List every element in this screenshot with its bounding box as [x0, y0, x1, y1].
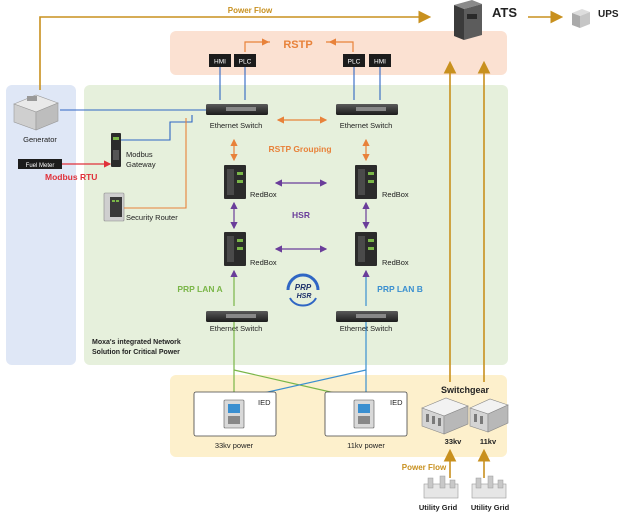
router-link [124, 118, 187, 209]
prp-lan-a-label: PRP LAN A [177, 284, 222, 294]
ethernet-switch-br-icon [336, 311, 398, 322]
utility-grid-2-label: Utility Grid [471, 503, 510, 512]
modbus-gateway-icon [111, 133, 121, 167]
plc-left-label: PLC [239, 59, 252, 66]
kv11-label: 11kv [480, 437, 497, 446]
gateway-link [121, 115, 193, 141]
redbox-3-icon [224, 232, 246, 266]
utility-grid-1-label: Utility Grid [419, 503, 458, 512]
ethernet-switch-bl-label: Ethernet Switch [210, 324, 263, 333]
hmi-right-label: HMI [374, 59, 386, 66]
prp-lan-b-label: PRP LAN B [377, 284, 423, 294]
rstp-label: RSTP [283, 39, 312, 51]
generator-zone [6, 85, 76, 365]
prp-logo-text: PRP [295, 283, 312, 292]
security-router-label: Security Router [126, 213, 178, 222]
modbus-gateway-label-2: Gateway [126, 160, 156, 169]
modbus-rtu-label: Modbus RTU [45, 172, 97, 182]
ups-icon [572, 9, 590, 28]
redbox-1-icon [224, 165, 246, 199]
ied-right-icon [353, 399, 375, 429]
ethernet-switch-tr-label: Ethernet Switch [340, 121, 393, 130]
ethernet-switch-bl-icon [206, 311, 268, 322]
plc-right-box: PLC [343, 54, 365, 67]
security-router-icon [103, 192, 125, 222]
switchgear-33kv-icon [421, 397, 469, 435]
power-flow-bottom-label: Power Flow [402, 463, 447, 472]
plc-right-label: PLC [348, 59, 361, 66]
fuel-meter-label: Fuel Meter [26, 163, 55, 169]
ats-cabinet-icon [454, 0, 482, 40]
redbox-2-label: RedBox [382, 190, 409, 199]
power-33kv-label: 33kv power [215, 441, 254, 450]
redbox-2-icon [355, 165, 377, 199]
power-flow-top-label: Power Flow [228, 6, 273, 15]
switchgear-label: Switchgear [441, 385, 490, 395]
hmi-left-box: HMI [209, 54, 231, 67]
ups-label: UPS [598, 9, 619, 20]
ethernet-switch-tl-icon [206, 104, 268, 115]
power-flow-top-line [39, 10, 432, 90]
generator-label: Generator [23, 135, 57, 144]
switchgear-11kv-icon [469, 398, 509, 433]
redbox-4-icon [355, 232, 377, 266]
hmi-left-label: HMI [214, 59, 226, 66]
rstp-grouping-label: RSTP Grouping [268, 144, 331, 154]
hsr-label: HSR [292, 210, 310, 220]
moxa-caption-line-1: Moxa's integrated Network [92, 339, 181, 346]
hmi-right-box: HMI [369, 54, 391, 67]
ied-left-label: IED [258, 398, 271, 407]
ats-label: ATS [492, 5, 517, 20]
ied-right-label: IED [390, 398, 403, 407]
utility-grid-2-icon [471, 475, 507, 499]
redbox-1-label: RedBox [250, 190, 277, 199]
ethernet-switch-tr-icon [336, 104, 398, 115]
ethernet-switch-tl-label: Ethernet Switch [210, 121, 263, 130]
hsr-logo-text: HSR [297, 293, 312, 300]
prp-hsr-logo: PRP HSR [286, 273, 320, 307]
modbus-gateway-label-1: Modbus [126, 150, 153, 159]
hmi-plc-links [219, 67, 381, 100]
utility-grid-1-icon [423, 475, 459, 499]
redbox-4-label: RedBox [382, 258, 409, 267]
ied-left-icon [223, 399, 245, 429]
kv33-label: 33kv [445, 437, 463, 446]
fuel-meter-box: Fuel Meter [18, 159, 62, 169]
moxa-caption-line-2: Solution for Critical Power [92, 349, 180, 356]
power-11kv-label: 11kv power [347, 441, 385, 450]
redbox-3-label: RedBox [250, 258, 277, 267]
generator-icon [13, 94, 59, 131]
plc-left-box: PLC [234, 54, 256, 67]
network-zone [84, 85, 508, 365]
